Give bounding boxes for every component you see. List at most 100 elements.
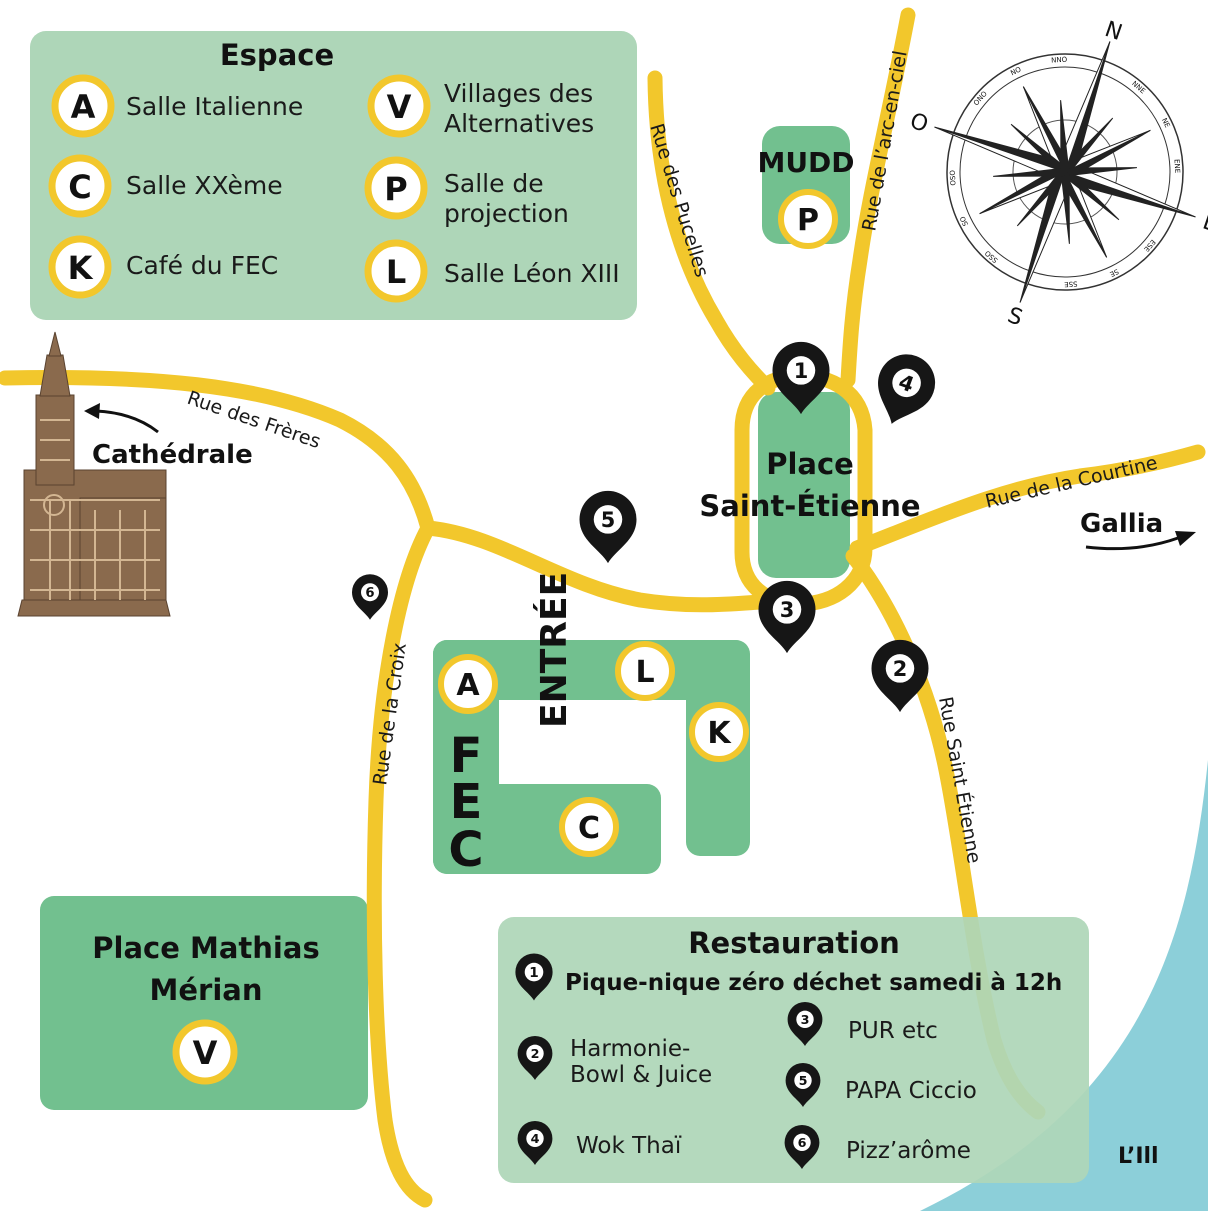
street-label-arc-en-ciel: Rue de l’arc-en-ciel — [858, 49, 911, 233]
map-marker-c: C — [559, 797, 619, 857]
restauration-pin-3: 3 — [787, 1001, 823, 1047]
restauration-label-5: PAPA Ciccio — [845, 1078, 977, 1104]
place-saint-etienne-area — [758, 392, 850, 578]
svg-text:P: P — [797, 203, 819, 238]
gallia-label: Gallia — [1080, 509, 1163, 539]
restauration-label-2-line1: Harmonie- — [570, 1036, 690, 1062]
mudd-label: MUDD — [757, 146, 854, 179]
svg-text:P: P — [384, 170, 407, 208]
svg-text:4: 4 — [531, 1132, 540, 1147]
restauration-featured-label: Pique-nique zéro déchet samedi à 12h — [565, 970, 1062, 996]
svg-text:C: C — [578, 811, 600, 846]
map-marker-l: L — [615, 641, 675, 701]
entree-label: ENTRÉE — [533, 572, 575, 728]
svg-text:V: V — [193, 1034, 218, 1072]
svg-text:6: 6 — [798, 1136, 807, 1151]
svg-text:5: 5 — [601, 508, 616, 532]
legend-label-p-line2: projection — [444, 199, 569, 228]
svg-text:1: 1 — [529, 965, 538, 981]
restauration-pin-6: 6 — [784, 1124, 820, 1170]
svg-text:OSO: OSO — [949, 169, 958, 185]
restauration-label-4: Wok Thaï — [576, 1133, 682, 1159]
map-marker-a: A — [438, 654, 498, 714]
restauration-pin-1: 1 — [515, 953, 553, 1001]
fec-letter-e: E — [450, 774, 483, 830]
legend-marker-l: L — [364, 239, 428, 303]
svg-text:1: 1 — [794, 359, 809, 383]
svg-text:A: A — [456, 668, 480, 703]
svg-text:6: 6 — [365, 586, 374, 601]
ill-label: L’Ill — [1118, 1144, 1159, 1169]
place-merian-area — [40, 896, 368, 1110]
compass-o: O — [907, 109, 932, 138]
gallia-arrow — [1085, 531, 1196, 551]
svg-text:SSO: SSO — [983, 248, 999, 264]
svg-text:K: K — [707, 716, 732, 751]
svg-text:3: 3 — [801, 1013, 810, 1028]
legend-marker-c: C — [48, 154, 112, 218]
svg-text:K: K — [68, 249, 94, 287]
compass-e: E — [1199, 209, 1208, 237]
legend-marker-p: P — [364, 156, 428, 220]
legend-marker-a: A — [51, 74, 115, 138]
svg-text:NE: NE — [1160, 117, 1171, 129]
restauration-label-6: Pizz’arôme — [846, 1138, 971, 1164]
place-merian-line1: Place Mathias — [92, 931, 319, 965]
map-pin-2: 2 — [871, 639, 929, 713]
restauration-pin-4: 4 — [517, 1120, 553, 1166]
legend-restauration: Restauration 1 Pique-nique zéro déchet s… — [498, 917, 1089, 1183]
svg-text:A: A — [71, 88, 96, 126]
svg-text:ONO: ONO — [972, 89, 989, 107]
place-saint-etienne-line2: Saint-Étienne — [699, 489, 920, 523]
legend-marker-k: K — [48, 235, 112, 299]
restauration-pin-2: 2 — [517, 1035, 553, 1081]
restauration-title: Restauration — [688, 926, 900, 960]
compass-n: N — [1101, 17, 1125, 46]
legend-label-c: Salle XXème — [126, 171, 283, 200]
map-pin-3: 3 — [758, 580, 816, 654]
restauration-pin-5: 5 — [785, 1062, 821, 1108]
place-saint-etienne-line1: Place — [766, 447, 854, 481]
svg-text:SO: SO — [958, 214, 970, 227]
map-marker-k: K — [689, 702, 749, 762]
legend-label-v-line2: Alternatives — [444, 109, 594, 138]
svg-text:C: C — [68, 168, 91, 206]
svg-text:ENE: ENE — [1172, 159, 1181, 173]
svg-text:NNE: NNE — [1130, 80, 1146, 96]
map-pin-1: 1 — [772, 341, 830, 415]
svg-text:2: 2 — [531, 1047, 540, 1062]
svg-text:3: 3 — [780, 598, 795, 622]
svg-text:V: V — [387, 88, 412, 126]
svg-text:5: 5 — [799, 1074, 808, 1089]
legend-label-a: Salle Italienne — [126, 92, 303, 121]
legend-marker-v: V — [367, 74, 431, 138]
cathedrale-label: Cathédrale — [92, 440, 253, 470]
map-marker-p: P — [778, 189, 838, 249]
restauration-label-2-line2: Bowl & Juice — [570, 1062, 712, 1088]
legend-label-p-line1: Salle de — [444, 169, 544, 198]
svg-text:NNO: NNO — [1051, 56, 1068, 65]
restauration-label-3: PUR etc — [848, 1018, 938, 1044]
svg-text:L: L — [386, 253, 406, 291]
map-pin-6: 6 — [352, 574, 388, 620]
map-pin-4: 4 — [864, 346, 944, 434]
svg-text:SE: SE — [1108, 267, 1119, 278]
svg-text:SSE: SSE — [1064, 280, 1078, 289]
svg-text:L: L — [635, 655, 654, 690]
legend-label-v-line1: Villages des — [444, 79, 593, 108]
river-ill — [920, 760, 1208, 1211]
legend-label-l: Salle Léon XIII — [444, 259, 620, 288]
map-pin-5: 5 — [579, 490, 637, 564]
compass-s: S — [1004, 303, 1025, 331]
cathedrale-arrow — [84, 403, 159, 434]
cathedral-illustration — [17, 331, 171, 617]
legend-title: Espace — [220, 38, 334, 72]
legend-espace: Espace A Salle Italienne C Salle XXème K… — [30, 31, 637, 320]
legend-label-k: Café du FEC — [126, 251, 278, 280]
svg-text:2: 2 — [893, 657, 908, 681]
place-merian-line2: Mérian — [150, 973, 263, 1007]
street-label-courtine: Rue de la Courtine — [983, 452, 1160, 513]
map-marker-v: V — [172, 1019, 238, 1085]
fec-letter-c: C — [448, 822, 483, 878]
